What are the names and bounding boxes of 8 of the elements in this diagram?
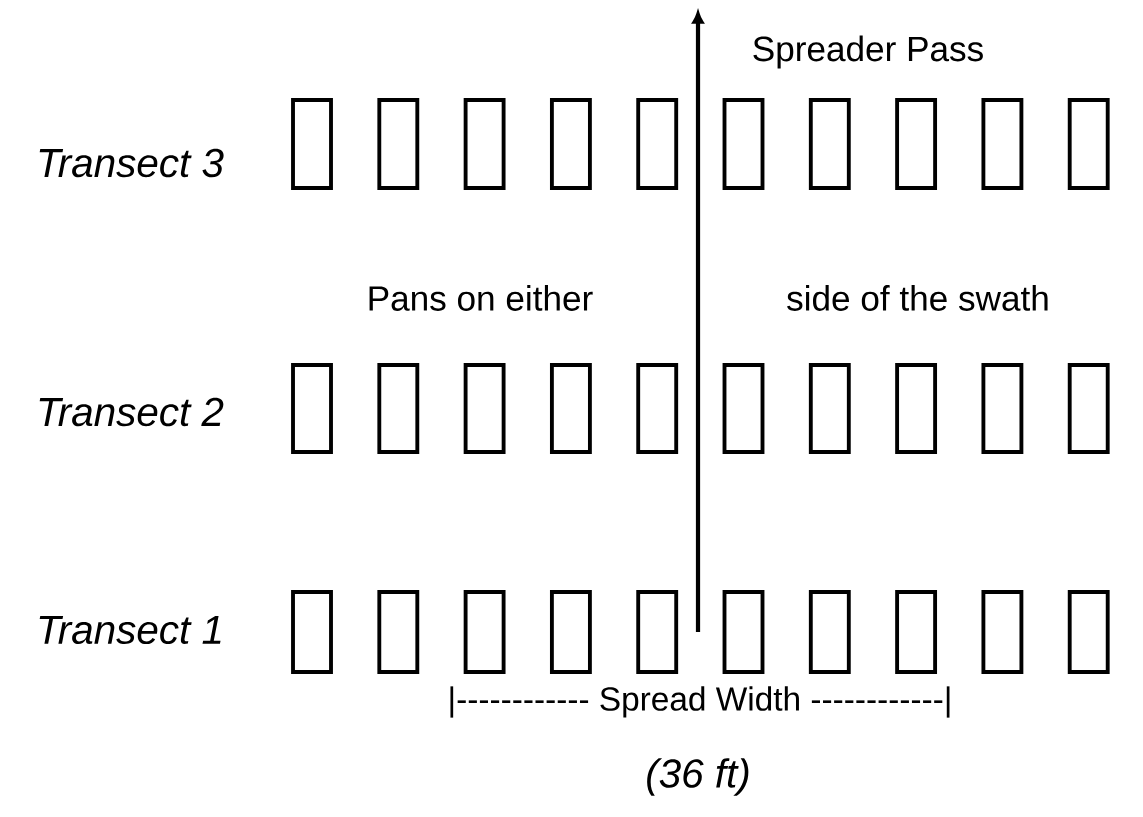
label-text: (36 ft) [647,758,749,796]
label-text: Transect 2 [39,397,224,427]
label-text: Spreader Pass [753,35,983,69]
label-text: |------------ Spread Width ------------| [450,686,950,718]
label-text: Transect 3 [39,148,224,178]
label-text: side of the swath [787,285,1048,311]
label-text: Pans on either [369,285,593,311]
label-text: Transect 1 [39,615,221,645]
